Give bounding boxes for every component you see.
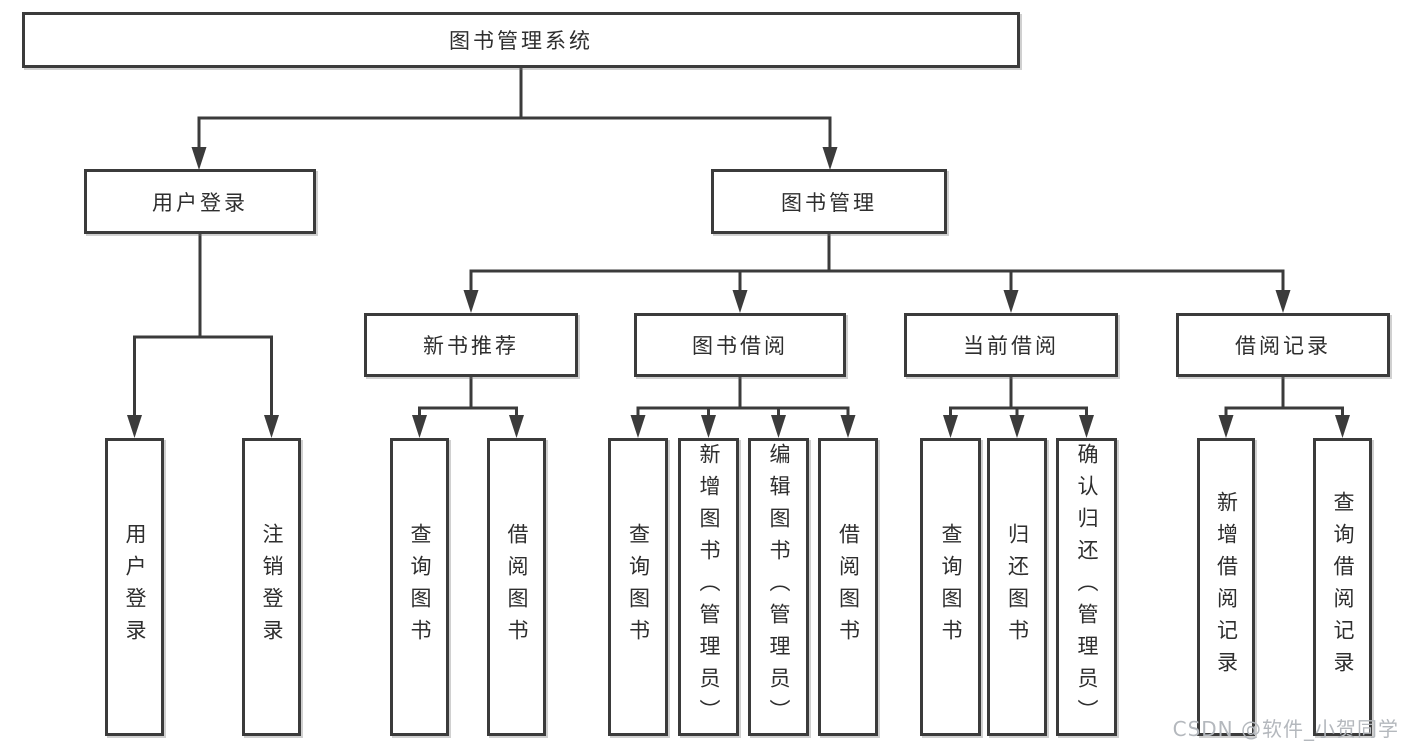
leaf-query-borrow-record-label: 查询借阅记录	[1331, 491, 1355, 683]
leaf-newrec-query-books: 查询图书	[390, 438, 449, 736]
leaf-borrow-books: 借阅图书	[818, 438, 878, 736]
leaf-add-borrow-record-label: 新增借阅记录	[1214, 491, 1239, 683]
leaf-borrow-books-label: 借阅图书	[836, 523, 861, 651]
leaf-user-login-label: 用户登录	[123, 523, 147, 651]
node-user-login-label: 用户登录	[152, 190, 248, 215]
connector-newbookrec-to-leaves	[412, 377, 524, 438]
leaf-confirm-return-admin-label: 确认归还（管理员）	[1075, 443, 1099, 731]
node-borrow-records: 借阅记录	[1176, 313, 1390, 377]
connector-bookborrow-to-leaves	[630, 377, 856, 438]
node-book-borrow: 图书借阅	[634, 313, 846, 377]
node-current-borrow-label: 当前借阅	[963, 334, 1059, 358]
leaf-newrec-borrow-books-label: 借阅图书	[505, 523, 529, 651]
leaf-add-books-admin-label: 新增图书（管理员）	[697, 443, 721, 731]
node-root-label: 图书管理系统	[449, 29, 593, 53]
connector-currentborrow-to-leaves	[943, 377, 1094, 438]
leaf-add-borrow-record: 新增借阅记录	[1197, 438, 1255, 736]
leaf-newrec-query-books-label: 查询图书	[408, 523, 432, 651]
leaf-newrec-borrow-books: 借阅图书	[487, 438, 546, 736]
leaf-return-books-label: 归还图书	[1005, 523, 1030, 651]
connector-bookmgmt-to-level3	[463, 234, 1291, 313]
node-borrow-records-label: 借阅记录	[1235, 334, 1331, 358]
leaf-logout-label: 注销登录	[260, 523, 284, 651]
leaf-user-login: 用户登录	[105, 438, 164, 736]
node-book-borrow-label: 图书借阅	[692, 334, 788, 358]
connector-borrowrecords-to-leaves	[1218, 377, 1350, 438]
node-new-book-rec: 新书推荐	[364, 313, 578, 377]
leaf-borrow-query-books-label: 查询图书	[626, 523, 651, 651]
node-book-mgmt: 图书管理	[711, 169, 947, 234]
node-user-login: 用户登录	[84, 169, 316, 234]
leaf-confirm-return-admin: 确认归还（管理员）	[1056, 438, 1117, 736]
leaf-borrow-query-books: 查询图书	[608, 438, 668, 736]
node-book-mgmt-label: 图书管理	[781, 190, 877, 215]
leaf-query-borrow-record: 查询借阅记录	[1313, 438, 1372, 736]
leaf-current-query-books: 查询图书	[920, 438, 981, 736]
connector-userlogin-to-leaves	[127, 234, 279, 438]
csdn-watermark: CSDN @软件_小贺同学	[1172, 717, 1399, 741]
leaf-edit-books-admin: 编辑图书（管理员）	[748, 438, 809, 736]
leaf-edit-books-admin-label: 编辑图书（管理员）	[767, 443, 791, 731]
node-root: 图书管理系统	[22, 12, 1020, 68]
leaf-current-query-books-label: 查询图书	[939, 523, 963, 651]
leaf-logout: 注销登录	[242, 438, 301, 736]
node-current-borrow: 当前借阅	[904, 313, 1118, 377]
connector-root-to-level2	[191, 68, 838, 170]
leaf-return-books: 归还图书	[987, 438, 1047, 736]
node-new-book-rec-label: 新书推荐	[423, 334, 519, 358]
leaf-add-books-admin: 新增图书（管理员）	[678, 438, 739, 736]
